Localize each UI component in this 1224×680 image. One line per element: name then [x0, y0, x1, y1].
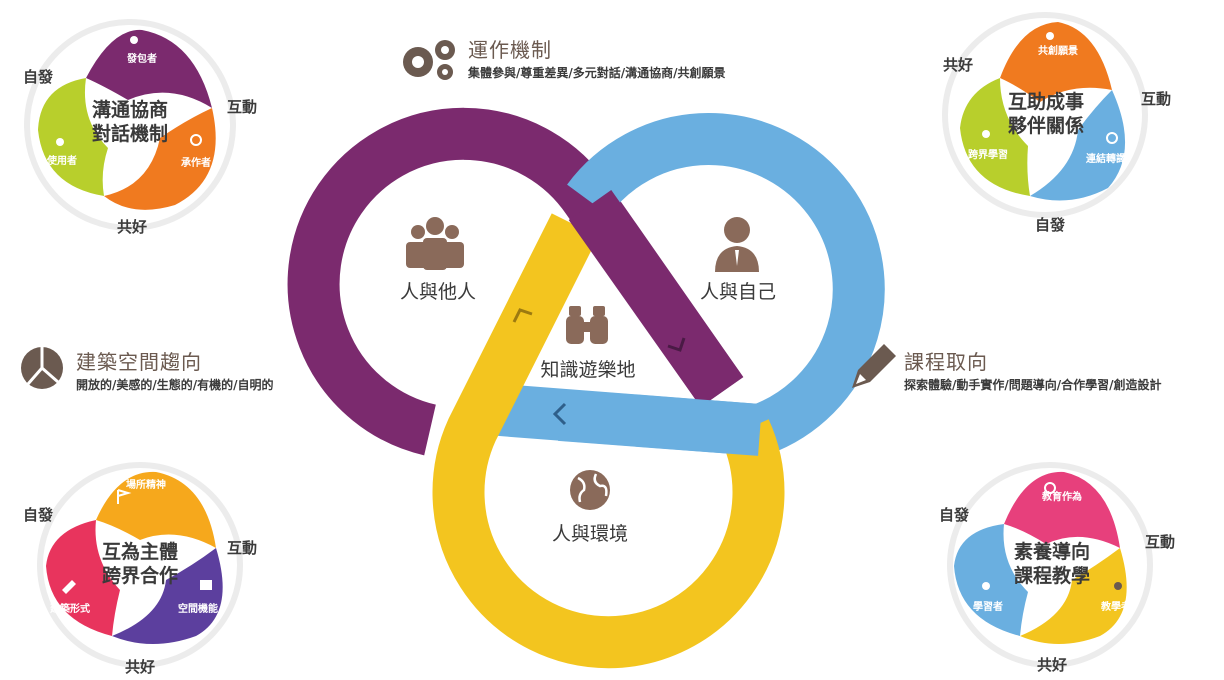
loop-bottom-label: 人與環境 — [552, 523, 628, 545]
segment-label: 教育作為 — [1041, 490, 1082, 503]
word-b: 互動 — [227, 539, 257, 557]
word-a: 自發 — [23, 68, 54, 86]
core-label: 知識遊樂地 — [540, 359, 635, 381]
word-c: 自發 — [1035, 216, 1066, 234]
word-a: 共好 — [943, 56, 973, 74]
section-title-curriculum: 課程取向 — [904, 350, 988, 374]
word-b: 互動 — [1145, 533, 1175, 551]
cycle-top-right: 共創願景 連結轉譯 跨界學習 互助成事 夥伴關係 共好 互動 自發 — [942, 12, 1171, 234]
segment-label: 教學者 — [1100, 600, 1131, 613]
word-b: 互動 — [227, 98, 257, 116]
segment-label: 學習者 — [973, 600, 1003, 613]
hub-line-2: 夥伴關係 — [1008, 114, 1084, 137]
segment-label: 發包者 — [126, 52, 157, 65]
word-a: 自發 — [23, 506, 54, 524]
users-icon — [982, 582, 990, 590]
teacher-icon — [1114, 582, 1122, 590]
binoculars-icon — [566, 306, 608, 344]
gear-icon — [190, 134, 202, 146]
segment-label: 空間機能 — [178, 602, 218, 615]
segment-label: 建築形式 — [49, 602, 90, 615]
loop-yellow — [432, 213, 785, 669]
word-c: 共好 — [125, 658, 155, 676]
hub-line-2: 對話機制 — [92, 122, 168, 145]
globe-icon — [570, 470, 610, 510]
hub-line-1: 溝通協商 — [92, 98, 168, 121]
segment-label: 場所精神 — [126, 478, 166, 491]
section-title-architecture: 建築空間趨向 — [76, 350, 202, 374]
hub-line-2: 課程教學 — [1014, 564, 1090, 587]
chevron-down-icon — [667, 337, 686, 352]
users-icon — [56, 138, 64, 146]
gears-icon — [403, 40, 455, 80]
segment-label: 連結轉譯 — [1086, 152, 1126, 165]
person-icon — [130, 36, 138, 44]
section-title-operation: 運作機制 — [468, 38, 552, 62]
businessman-icon — [715, 217, 759, 272]
word-c: 共好 — [117, 218, 147, 236]
person-icon — [1046, 32, 1054, 40]
bar-chart-icon — [200, 580, 212, 590]
trefoil-knot — [287, 107, 885, 669]
word-a: 自發 — [939, 506, 970, 524]
flag-icon — [117, 489, 132, 504]
cycle-bottom-right: 教育作為 教學者 學習者 素養導向 課程教學 自發 互動 共好 — [939, 462, 1175, 674]
chevron-up-icon — [512, 308, 533, 323]
loop-purple — [287, 107, 744, 456]
hub-line-1: 素養導向 — [1014, 540, 1090, 563]
segment-label: 承作者 — [181, 156, 211, 169]
section-subtitle-operation: 集體參與/尊重差異/多元對話/溝通協商/共創願景 — [468, 66, 726, 80]
section-subtitle-architecture: 開放的/美感的/生態的/有機的/自明的 — [76, 378, 274, 392]
loop-left-label: 人與他人 — [400, 281, 476, 303]
cycle-bottom-left: 場所精神 空間機能 建築形式 互為主體 跨界合作 自發 互動 共好 — [23, 462, 257, 676]
hub-line-1: 互助成事 — [1008, 90, 1084, 113]
segment-label: 跨界學習 — [968, 148, 1008, 161]
hub-line-2: 跨界合作 — [102, 564, 178, 587]
gear-icon — [1106, 132, 1118, 144]
segment-label: 使用者 — [46, 154, 77, 167]
target-icon — [1044, 482, 1056, 494]
pie-chart-icon — [21, 347, 63, 389]
pencil-small-icon — [62, 580, 76, 594]
word-b: 互動 — [1141, 90, 1171, 108]
cycle-top-left: 發包者 承作者 使用者 溝通協商 對話機制 自發 互動 共好 — [23, 19, 257, 236]
loop-blue — [498, 113, 885, 457]
users-icon — [982, 130, 990, 138]
loop-right-label: 人與自己 — [700, 281, 776, 303]
hub-line-1: 互為主體 — [102, 540, 178, 563]
pencil-icon — [852, 344, 896, 388]
segment-label: 共創願景 — [1038, 44, 1078, 57]
people-group-icon — [406, 217, 464, 270]
section-subtitle-curriculum: 探索體驗/動手實作/問題導向/合作學習/創造設計 — [904, 378, 1162, 392]
word-c: 共好 — [1037, 656, 1067, 674]
chevron-left-icon — [552, 402, 567, 426]
